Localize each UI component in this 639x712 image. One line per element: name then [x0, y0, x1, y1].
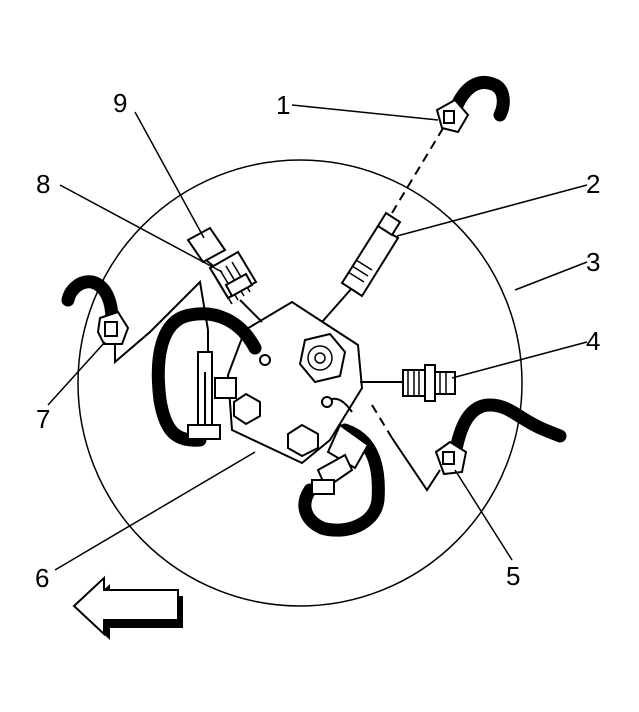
direction-arrow-icon	[72, 575, 183, 640]
connector-5	[434, 398, 567, 476]
hex-nut-icon	[298, 332, 347, 384]
callout-5: 5	[506, 561, 520, 591]
leader-2	[396, 184, 588, 237]
connector-1	[435, 75, 510, 134]
leader-4	[451, 341, 588, 379]
callout-3: 3	[586, 247, 600, 277]
callout-9: 9	[113, 88, 127, 118]
lower-harness	[298, 396, 385, 537]
callout-6: 6	[35, 563, 49, 593]
zigzag-to-5	[391, 437, 441, 492]
leader-6	[54, 451, 256, 571]
callout-8: 8	[36, 169, 50, 199]
connector-7	[61, 275, 130, 345]
dash-9-to-8	[205, 259, 219, 271]
spoke-to-2	[321, 287, 353, 323]
callout-1: 1	[276, 90, 290, 120]
hex-block	[226, 300, 364, 465]
leader-5	[454, 469, 513, 561]
dash-to-5a	[371, 404, 393, 439]
zigzag-to-7	[114, 279, 209, 365]
mounting-surface-circle	[77, 159, 523, 607]
dash-2-to-1	[391, 124, 446, 214]
fitting-8-9	[186, 226, 258, 305]
left-harness	[151, 307, 271, 447]
sensor-plug	[340, 211, 402, 298]
fitting-4	[402, 364, 456, 402]
callout-2: 2	[586, 169, 600, 199]
small-nut-icon	[287, 423, 319, 458]
callout-7: 7	[36, 404, 50, 434]
spoke-to-8	[239, 299, 263, 323]
leader-3	[514, 261, 588, 291]
leader-9	[134, 111, 205, 239]
leader-1	[291, 104, 439, 121]
callout-4: 4	[586, 326, 600, 356]
leader-8	[59, 184, 223, 273]
leader-7	[47, 341, 106, 406]
